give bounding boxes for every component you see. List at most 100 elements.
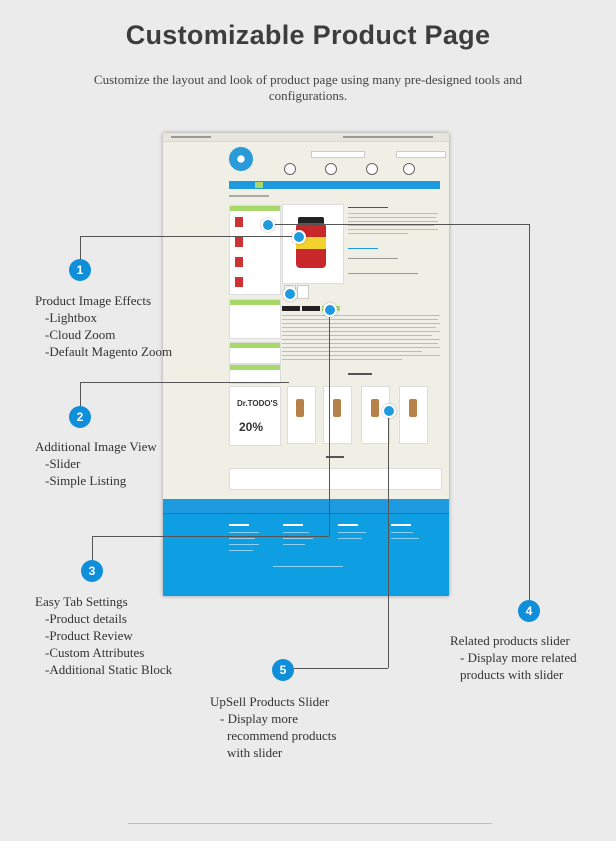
preview-price xyxy=(348,248,378,249)
preview-tab-content xyxy=(282,359,402,360)
preview-top-bar xyxy=(163,133,449,142)
preview-tab-content xyxy=(282,335,432,336)
callout-title: Additional Image View xyxy=(35,439,157,454)
callout-item: -Lightbox xyxy=(45,310,97,325)
preview-tab-content xyxy=(282,331,440,332)
hotspot-dot xyxy=(292,230,306,244)
preview-tab-content xyxy=(282,323,440,324)
preview-logo xyxy=(229,147,253,171)
preview-sidebar-thumb xyxy=(235,237,243,247)
connector-line xyxy=(529,224,530,600)
preview-sidebar-thumb xyxy=(235,217,243,227)
preview-feature-icon xyxy=(325,163,337,175)
callout-upsell-slider: UpSell Products Slider - Display more re… xyxy=(210,693,336,761)
preview-ad-box xyxy=(229,386,281,446)
callout-image-effects: Product Image Effects -Lightbox -Cloud Z… xyxy=(35,292,172,360)
callout-item: products with slider xyxy=(460,667,564,682)
preview-tab-content xyxy=(282,347,440,348)
preview-desc-line xyxy=(348,217,436,218)
callout-related-slider: Related products slider - Display more r… xyxy=(450,632,577,683)
connector-line xyxy=(294,668,388,669)
callout-item: -Default Magento Zoom xyxy=(45,344,173,359)
connector-line xyxy=(80,236,81,268)
preview-desc-line xyxy=(348,221,438,222)
callout-number-5: 5 xyxy=(272,659,294,681)
product-page-preview: Dr.TODO'S 20% xyxy=(163,133,449,596)
preview-tab-content xyxy=(282,327,436,328)
callout-number-2: 2 xyxy=(69,406,91,428)
preview-qty-row xyxy=(348,258,398,259)
hotspot-dot xyxy=(382,404,396,418)
preview-tab-content xyxy=(282,319,438,320)
preview-desc-line xyxy=(348,213,438,214)
callout-title: UpSell Products Slider xyxy=(210,694,330,709)
callout-item: -Additional Static Block xyxy=(45,662,173,677)
callout-title: Related products slider xyxy=(450,633,570,648)
callout-item: -Slider xyxy=(45,456,81,471)
callout-item: -Product details xyxy=(45,611,127,626)
connector-line xyxy=(267,224,529,225)
callout-number-3: 3 xyxy=(81,560,103,582)
connector-line xyxy=(92,536,93,560)
preview-tab-content xyxy=(282,339,440,340)
callout-additional-image: Additional Image View -Slider -Simple Li… xyxy=(35,438,157,489)
preview-tab-content xyxy=(282,315,440,316)
callout-item: -Cloud Zoom xyxy=(45,327,116,342)
page-subtitle: Customize the layout and look of product… xyxy=(93,72,523,103)
hotspot-dot xyxy=(283,287,297,301)
preview-tab-content xyxy=(282,351,422,352)
callout-number-4: 4 xyxy=(518,600,540,622)
preview-brands-strip xyxy=(229,468,442,490)
preview-cart-box xyxy=(396,151,446,158)
preview-footer xyxy=(163,514,449,596)
preview-upsell-heading xyxy=(348,373,372,375)
preview-feature-icon xyxy=(366,163,378,175)
preview-top-links xyxy=(171,136,211,138)
preview-breadcrumb xyxy=(229,195,269,197)
callout-item: -Product Review xyxy=(45,628,133,643)
preview-brands-heading xyxy=(326,456,344,458)
preview-nav-active xyxy=(255,182,263,188)
connector-line xyxy=(80,382,81,416)
callout-item: with slider xyxy=(227,745,283,760)
preview-search-box xyxy=(311,151,365,158)
callout-tab-settings: Easy Tab Settings -Product details -Prod… xyxy=(35,593,172,678)
callout-number-1: 1 xyxy=(69,259,91,281)
connector-line xyxy=(80,382,289,383)
connector-line xyxy=(80,236,298,237)
page-title: Customizable Product Page xyxy=(125,20,491,50)
preview-tab xyxy=(302,306,320,311)
preview-upsell-bottle xyxy=(296,399,304,417)
preview-ad-text: Dr.TODO'S xyxy=(237,399,278,408)
callout-title: Product Image Effects xyxy=(35,293,151,308)
preview-tab-content xyxy=(282,355,440,356)
connector-line xyxy=(388,410,389,668)
callout-item: recommend products xyxy=(227,728,337,743)
preview-tabs xyxy=(282,306,440,311)
preview-product-lid xyxy=(298,217,324,225)
preview-upsell-bottle xyxy=(371,399,379,417)
callout-item: - Display more xyxy=(220,711,298,726)
callout-item: -Simple Listing xyxy=(45,473,127,488)
preview-sidebar-thumb xyxy=(235,277,243,287)
preview-tab-content xyxy=(282,343,438,344)
preview-upsell-bottle xyxy=(409,399,417,417)
preview-sidebar-block xyxy=(229,364,281,384)
preview-account-links xyxy=(343,136,433,138)
preview-nav-bar xyxy=(229,181,440,189)
connector-line xyxy=(329,310,330,536)
preview-sidebar-block xyxy=(229,299,281,339)
preview-ad-percent: 20% xyxy=(239,420,264,434)
preview-actions-row xyxy=(348,273,418,274)
preview-additional-thumb xyxy=(297,285,309,299)
preview-tab xyxy=(282,306,300,311)
preview-upsell-bottle xyxy=(333,399,341,417)
bottom-divider xyxy=(128,823,492,824)
connector-line xyxy=(92,536,329,537)
hotspot-dot xyxy=(323,303,337,317)
preview-product-name xyxy=(348,207,388,208)
preview-sidebar-block xyxy=(229,342,281,364)
callout-item: -Custom Attributes xyxy=(45,645,145,660)
preview-feature-icon xyxy=(284,163,296,175)
preview-follow-bar xyxy=(163,499,449,514)
